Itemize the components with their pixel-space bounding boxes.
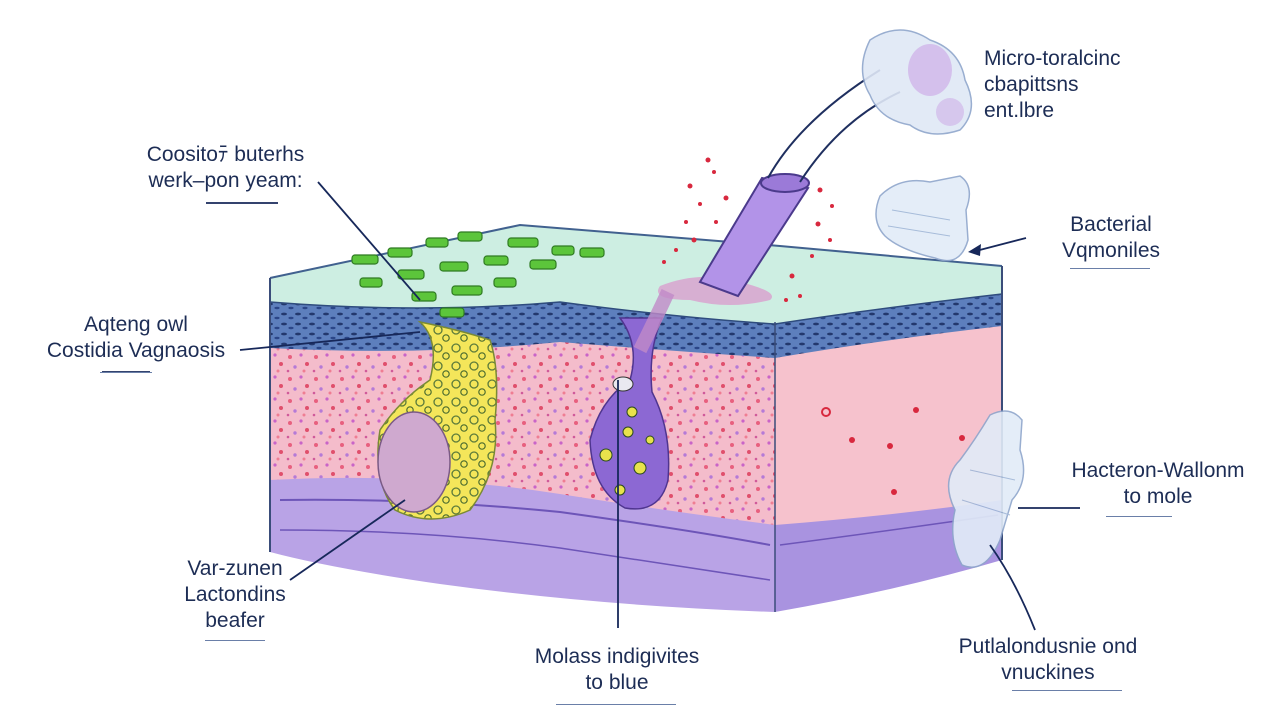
- label-bottom-left: Var-zunen Lactondins beafer: [150, 556, 320, 641]
- rule: [556, 704, 676, 705]
- label-line: Lactondins: [184, 583, 286, 606]
- label-right-upper: Bacterial Vqmoniles: [1036, 212, 1186, 264]
- label-line: Var-zunen: [187, 557, 283, 580]
- label-underline: [205, 640, 265, 641]
- label-bottom-right: Putlalondusnie ond vnuckines: [926, 634, 1170, 686]
- pointer-lines: [102, 181, 1080, 631]
- green-rod-bacteria: [351, 231, 605, 318]
- gland-nucleus: [377, 411, 451, 513]
- label-line: Coositoﾃ buterhs: [146, 143, 305, 166]
- label-line: beafer: [205, 609, 265, 632]
- label-line: werk–pon yeam:: [148, 169, 303, 192]
- label-line: to blue: [585, 671, 649, 694]
- label-line: to mole: [1123, 485, 1193, 508]
- crystal-particle-top: [861, 29, 973, 135]
- dermis-side: [775, 322, 1002, 525]
- crystal-particle-right: [875, 175, 971, 262]
- rule: [1012, 690, 1122, 691]
- label-line: Putlalondusnie ond: [958, 635, 1138, 658]
- label-right-mid: Hacteron-Wallonm to mole: [1050, 458, 1266, 510]
- label-line: cbapittsns: [984, 73, 1079, 96]
- label-line: Aqteng owl: [84, 313, 188, 336]
- label-line: Hacteron-Wallonm: [1071, 459, 1245, 482]
- base-layer-right: [775, 496, 1002, 612]
- label-left-mid: Aqteng owl Costidia Vagnaosis: [20, 312, 252, 364]
- label-line: Bacterial: [1070, 213, 1152, 236]
- label-top-right: Micro-toralcinc cbapittsns ent.lbre: [984, 46, 1174, 124]
- label-line: Micro-toralcinc: [984, 47, 1121, 70]
- label-bottom-center: Molass indigivites to blue: [492, 644, 742, 696]
- label-top-left: Coositoﾃ buterhs werk–pon yeam:: [118, 142, 333, 194]
- rule: [1106, 516, 1172, 517]
- epidermis-side: [775, 292, 1002, 358]
- label-line: vnuckines: [1001, 661, 1095, 684]
- rule: [100, 372, 152, 373]
- purple-tube-instrument: [698, 173, 810, 298]
- red-droplets: [662, 157, 965, 495]
- label-line: Vqmoniles: [1061, 239, 1161, 262]
- rule: [1070, 268, 1150, 269]
- label-line: Costidia Vagnaosis: [46, 339, 226, 362]
- label-line: ent.lbre: [984, 99, 1055, 122]
- crystal-particle-lower: [947, 410, 1025, 568]
- label-line: Molass indigivites: [534, 645, 700, 668]
